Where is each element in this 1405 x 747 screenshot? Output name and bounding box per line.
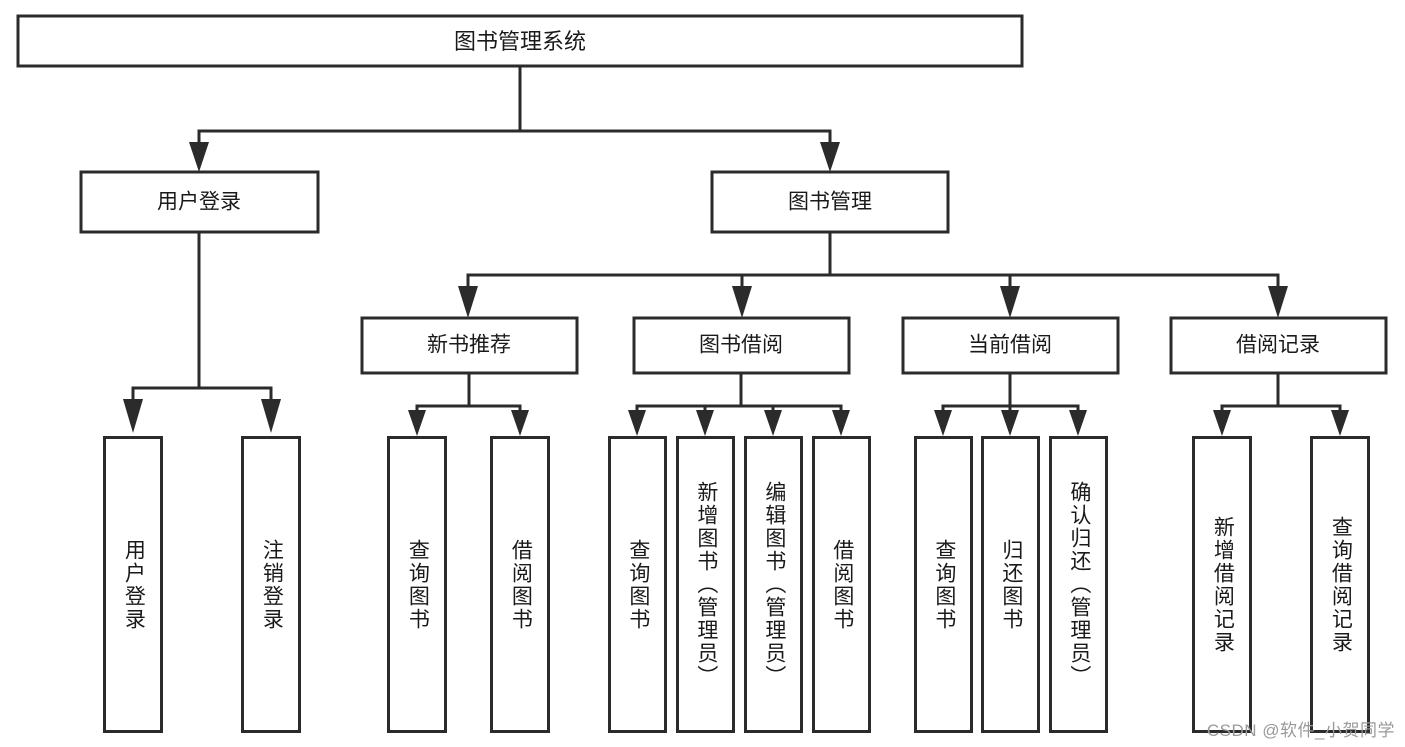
root-box[interactable] xyxy=(16,14,1024,68)
leaf-book-borrow-1[interactable]: 新增图书（管理员） xyxy=(676,436,735,733)
arrow-head-leaf-br-0 xyxy=(1213,410,1231,436)
leaf-book-borrow-0-label: 查询图书 xyxy=(626,538,650,631)
leaf-borrow-record-0-label: 新增借阅记录 xyxy=(1211,515,1235,654)
node-user-login[interactable]: 用户登录 xyxy=(79,170,320,234)
arrow-head-level3-1 xyxy=(732,286,752,318)
new-book-recommend-box[interactable] xyxy=(360,316,579,375)
leaf-current-borrow-1[interactable]: 归还图书 xyxy=(981,436,1040,733)
node-book-borrow[interactable]: 图书借阅 xyxy=(632,316,851,375)
leaf-user-login-1-label: 注销登录 xyxy=(260,538,284,631)
connector-book-borrow-to-leaves xyxy=(628,371,850,436)
node-book-manage[interactable]: 图书管理 xyxy=(710,170,950,234)
borrow-record-box[interactable] xyxy=(1169,316,1388,375)
connector-current-borrow-to-leaves xyxy=(934,371,1087,436)
leaf-new-book-recommend-0[interactable]: 查询图书 xyxy=(387,436,447,733)
book-manage-box[interactable] xyxy=(710,170,950,234)
arrow-head-leaf-bb-1 xyxy=(696,410,714,436)
arrow-head-leaf-bb-3 xyxy=(832,410,850,436)
node-current-borrow[interactable]: 当前借阅 xyxy=(901,316,1120,375)
root-label: 图书管理系统 xyxy=(454,29,586,54)
leaf-current-borrow-1-label: 归还图书 xyxy=(999,538,1023,631)
current-borrow-label: 当前借阅 xyxy=(968,334,1052,357)
arrow-head-leaf-nbr-1 xyxy=(511,410,529,436)
leaf-book-borrow-3-label: 借阅图书 xyxy=(830,538,854,631)
leaf-current-borrow-0[interactable]: 查询图书 xyxy=(914,436,973,733)
arrow-head-leaf-br-1 xyxy=(1331,410,1349,436)
arrow-head-book-manage xyxy=(820,142,840,172)
leaf-user-login-0-label: 用户登录 xyxy=(122,538,146,631)
leaf-book-borrow-0[interactable]: 查询图书 xyxy=(608,436,667,733)
arrow-head-level3-2 xyxy=(1000,286,1020,318)
user-login-label: 用户登录 xyxy=(157,191,241,214)
leaf-book-borrow-2-label: 编辑图书（管理员） xyxy=(762,481,786,688)
arrow-head-leaf-bb-0 xyxy=(628,410,646,436)
node-root[interactable]: 图书管理系统 xyxy=(16,14,1024,68)
leaf-current-borrow-0-label: 查询图书 xyxy=(932,538,956,631)
leaf-current-borrow-2[interactable]: 确认归还（管理员） xyxy=(1049,436,1108,733)
arrow-head-leaf-bb-2 xyxy=(764,410,782,436)
arrow-head-leaf-nbr-0 xyxy=(408,410,426,436)
leaf-borrow-record-1-label: 查询借阅记录 xyxy=(1329,515,1353,654)
arrow-head-leaf-user-login-1 xyxy=(261,399,281,433)
leaf-user-login-1[interactable]: 注销登录 xyxy=(241,436,301,733)
leaf-borrow-record-0[interactable]: 新增借阅记录 xyxy=(1192,436,1252,733)
leaf-new-book-recommend-1[interactable]: 借阅图书 xyxy=(490,436,550,733)
book-borrow-label: 图书借阅 xyxy=(699,334,783,357)
arrow-head-leaf-user-login-0 xyxy=(123,399,143,433)
arrow-head-level3-3 xyxy=(1268,286,1288,318)
arrow-head-user-login xyxy=(189,142,209,172)
leaf-book-borrow-2[interactable]: 编辑图书（管理员） xyxy=(744,436,803,733)
connector-root-to-level2 xyxy=(189,64,840,172)
leaf-book-borrow-1-label: 新增图书（管理员） xyxy=(694,481,718,688)
arrow-head-leaf-cb-1 xyxy=(1001,410,1019,436)
connector-borrow-record-to-leaves xyxy=(1213,371,1349,436)
book-manage-label: 图书管理 xyxy=(788,191,872,214)
leaf-borrow-record-1[interactable]: 查询借阅记录 xyxy=(1310,436,1370,733)
arrow-head-level3-0 xyxy=(458,286,478,318)
leaf-user-login-0[interactable]: 用户登录 xyxy=(103,436,163,733)
leaf-new-book-recommend-0-label: 查询图书 xyxy=(406,538,430,631)
new-book-recommend-label: 新书推荐 xyxy=(427,334,511,357)
arrow-head-leaf-cb-0 xyxy=(934,410,952,436)
connector-user-login-to-leaves xyxy=(123,230,281,433)
node-new-book-recommend[interactable]: 新书推荐 xyxy=(360,316,579,375)
leaf-current-borrow-2-label: 确认归还（管理员） xyxy=(1067,481,1091,688)
connector-book-manage-to-level3 xyxy=(458,230,1288,318)
leaf-new-book-recommend-1-label: 借阅图书 xyxy=(509,538,533,631)
node-borrow-record[interactable]: 借阅记录 xyxy=(1169,316,1388,375)
leaf-book-borrow-3[interactable]: 借阅图书 xyxy=(812,436,871,733)
borrow-record-label: 借阅记录 xyxy=(1236,334,1320,357)
connector-new-book-recommend-to-leaves xyxy=(408,371,529,436)
book-borrow-box[interactable] xyxy=(632,316,851,375)
arrow-head-leaf-cb-2 xyxy=(1069,410,1087,436)
